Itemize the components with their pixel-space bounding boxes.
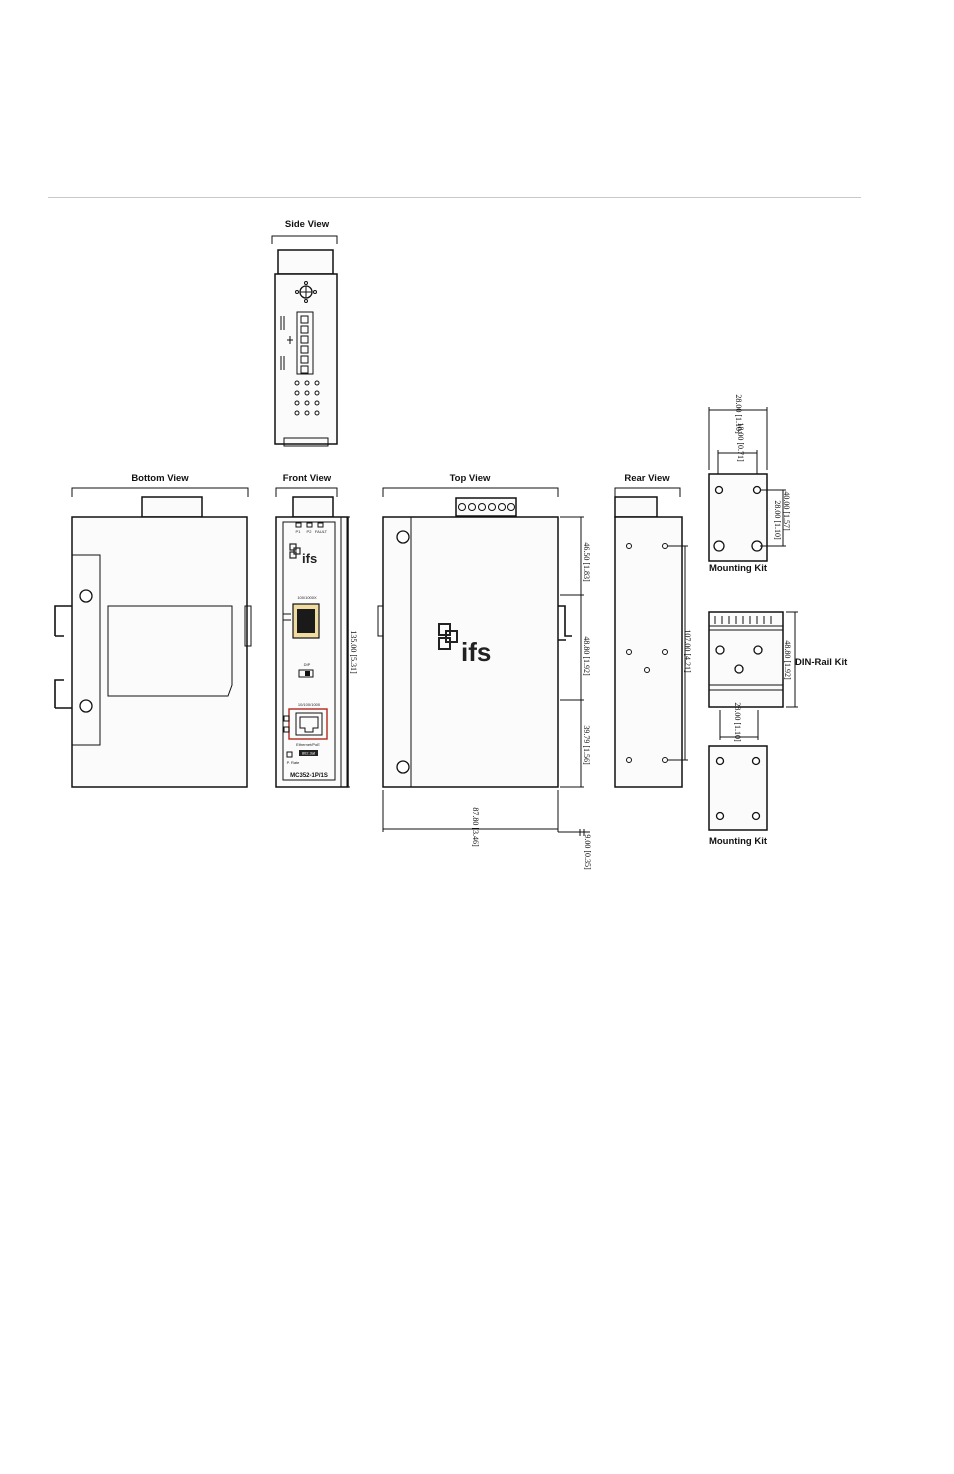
din-width-dim: 28.00 [1.10] [733, 702, 742, 742]
rear-mounting-holes [626, 543, 668, 763]
front-logo-icon [289, 543, 301, 559]
top-lower-dim: 39.79 [1.56] [582, 725, 591, 765]
rear-view-bracket [614, 487, 681, 497]
bottom-din-rail [54, 605, 72, 709]
kit-hole-v2-dim: 28.00 [1.10] [773, 500, 782, 540]
front-panel [282, 521, 336, 781]
reset-button [286, 751, 293, 758]
poe-badge [299, 750, 318, 756]
din-height-dim: 48.80 [1.92] [783, 640, 792, 680]
top-view-label: Top View [450, 473, 491, 484]
bottom-screw-upper [79, 589, 93, 603]
side-bottom-cap [283, 437, 329, 447]
top-width-dim: 87.80 [3.46] [471, 807, 480, 847]
top-logo-text: ifs [461, 637, 491, 667]
kit-hole-dim-line [760, 489, 786, 547]
rear-top-cap [614, 496, 658, 518]
front-top-cap [292, 496, 334, 518]
mounting-kit-bottom: Mounting Kit [708, 745, 768, 847]
front-view: Front View P1 P2 FAULT ifs 100/1000X DIP… [275, 473, 358, 788]
front-body [275, 516, 349, 788]
rear-span-dim-line [668, 545, 688, 761]
kit-width-dim: 28.00 [1.10] [734, 394, 743, 434]
rear-body [614, 516, 683, 788]
din-rail-label: DIN-Rail Kit [795, 657, 848, 668]
top-body [382, 516, 559, 788]
top-view-bracket [382, 487, 559, 497]
side-terminal-marks [280, 316, 293, 370]
side-top-cap [277, 249, 334, 275]
kit-hole-v-dim: 40.00 [1.57] [782, 491, 791, 531]
rj45-label: 10/100/1000 [298, 702, 321, 707]
top-view: Top View ifs 46.50 [1.83] 48.80 [1.92] 3… [377, 473, 592, 870]
side-view: Side View [271, 219, 338, 447]
top-din-rail-profile [558, 605, 572, 641]
front-view-label: Front View [283, 473, 332, 484]
mounting-kit-top-label: Mounting Kit [709, 563, 768, 574]
side-vent-holes [294, 380, 320, 416]
top-flange-dim: 9.00 [0.35] [583, 834, 592, 870]
din-rail-teeth [714, 616, 772, 624]
top-side-dim-lines [560, 516, 584, 788]
din-rail-ribs [709, 625, 783, 691]
top-middle-dim: 48.80 [1.92] [582, 636, 591, 676]
top-logo-icon [438, 623, 458, 650]
led-p1 [295, 522, 302, 528]
bottom-view: Bottom View [54, 473, 252, 788]
top-screw-lower [396, 760, 410, 774]
bottom-din-clip [71, 554, 101, 746]
reset-label: P. Rate [287, 760, 301, 765]
rj45-port [295, 712, 323, 736]
led-label-fault: FAULT [315, 529, 328, 534]
mounting-kit-top: 28.00 [1.10] 18.00 [0.71] 40.00 [1.57] 2… [708, 394, 791, 574]
sfp-indicator [282, 613, 291, 621]
bottom-body [71, 516, 248, 788]
dip-switch-label: DIP [304, 662, 311, 667]
side-terminal-block [296, 311, 314, 375]
poe-label: Ethernet/PoE [296, 742, 320, 747]
led-label-p1: P1 [296, 529, 302, 534]
din-rail-kit: 48.80 [1.92] DIN-Rail Kit 28.00 [1.10] [708, 611, 848, 742]
model-number: MC352-1P/1S [290, 773, 328, 779]
kit-width-dim-line [708, 407, 768, 470]
rj45-socket [299, 716, 319, 733]
rear-view: Rear View 107.00 [4.21] [614, 473, 692, 788]
led-p2 [306, 522, 313, 528]
front-logo-text: ifs [302, 551, 317, 566]
bottom-side-tab [244, 605, 252, 647]
front-height-dim-line [344, 516, 350, 788]
mounting-kit-bottom-label: Mounting Kit [709, 836, 768, 847]
top-flange [382, 516, 412, 788]
top-side-tab [377, 605, 384, 637]
side-view-label: Side View [285, 219, 330, 230]
poe-badge-text: 802.3at [302, 751, 316, 756]
front-height-dim: 135.00 [5.31] [349, 630, 358, 674]
page-divider [48, 197, 861, 198]
bottom-view-bracket [71, 487, 249, 497]
top-width-dim-line [382, 790, 559, 832]
bottom-connector [141, 496, 203, 518]
side-screw-cross [300, 286, 312, 298]
kit-inner-dim: 18.00 [0.71] [736, 422, 745, 462]
din-rail-clip [708, 611, 784, 708]
rear-view-label: Rear View [624, 473, 670, 484]
led-label-p2: P2 [307, 529, 313, 534]
dip-switch [298, 669, 314, 678]
din-width-dim-line [719, 710, 759, 740]
side-view-bracket [271, 235, 338, 244]
din-height-dim-line [786, 611, 798, 708]
led-fault [317, 522, 324, 528]
bottom-view-label: Bottom View [131, 473, 189, 484]
rj45-frame [288, 708, 328, 740]
top-screw-upper [396, 530, 410, 544]
sfp-port-label: 100/1000X [297, 595, 317, 600]
bottom-screw-lower [79, 699, 93, 713]
top-flange-dim-line [558, 829, 590, 836]
rear-span-dim: 107.00 [4.21] [683, 629, 692, 673]
top-upper-dim: 46.50 [1.83] [582, 542, 591, 582]
sfp-port-slot [297, 609, 315, 633]
front-view-bracket [275, 487, 338, 497]
bottom-label-plate [107, 605, 233, 697]
